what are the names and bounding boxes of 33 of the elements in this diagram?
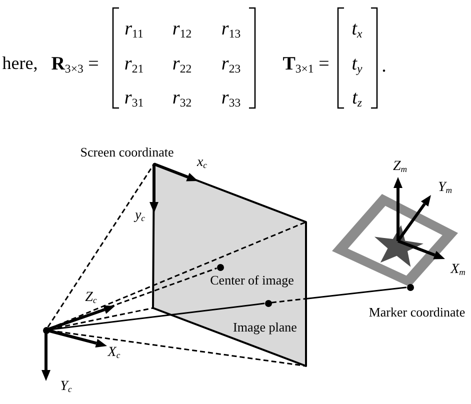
matrix-entry: r$_{33}$ [221, 88, 241, 108]
axis-label: y$_{c}$ [134, 209, 146, 223]
vector-entry: t$_{x}$ [352, 20, 362, 38]
matrix-entry: r$_{23}$ [221, 54, 241, 74]
axis-label: Z$_{c}$ [85, 291, 97, 305]
axis-label: X$_{c}$ [108, 346, 120, 360]
matrix-entry: r$_{13}$ [221, 20, 241, 38]
matrix-entry: r$_{32}$ [172, 88, 192, 108]
ray-line [49, 302, 265, 330]
matrix-symbol: T$_{3×1}$ = [282, 54, 330, 74]
axis-label: x$_{c}$ [196, 156, 208, 170]
point-label: Marker coordinate [368, 306, 466, 318]
axis-label: X$_{m}$ [450, 263, 466, 277]
ray-line [306, 286, 407, 300]
coordinate-label: Screen coordinate [80, 146, 174, 158]
point-label: Center of image [210, 274, 294, 286]
axis-label: Y$_{m}$ [438, 181, 452, 195]
camera-origin-point [42, 326, 50, 334]
matrix-entry: r$_{11}$ [124, 20, 144, 38]
vector-entry: t$_{z}$ [352, 88, 362, 108]
vector-entry: t$_{y}$ [352, 54, 362, 74]
equation-text: . [382, 56, 386, 76]
matrix-symbol: R$_{3×3}$ = [51, 54, 99, 74]
equation-text: here, [2, 54, 38, 72]
projection-line [271, 298, 306, 304]
matrix-entry: r$_{12}$ [172, 20, 192, 38]
matrix-entry: r$_{22}$ [172, 54, 192, 74]
axis-label: Z$_{m}$ [392, 160, 408, 174]
projection-line [47, 164, 155, 328]
matrix-entry: r$_{21}$ [124, 54, 144, 74]
axis-label: Y$_{c}$ [60, 380, 72, 394]
matrix-entry: r$_{31}$ [124, 88, 144, 108]
plane-label: Image plane [233, 320, 297, 334]
